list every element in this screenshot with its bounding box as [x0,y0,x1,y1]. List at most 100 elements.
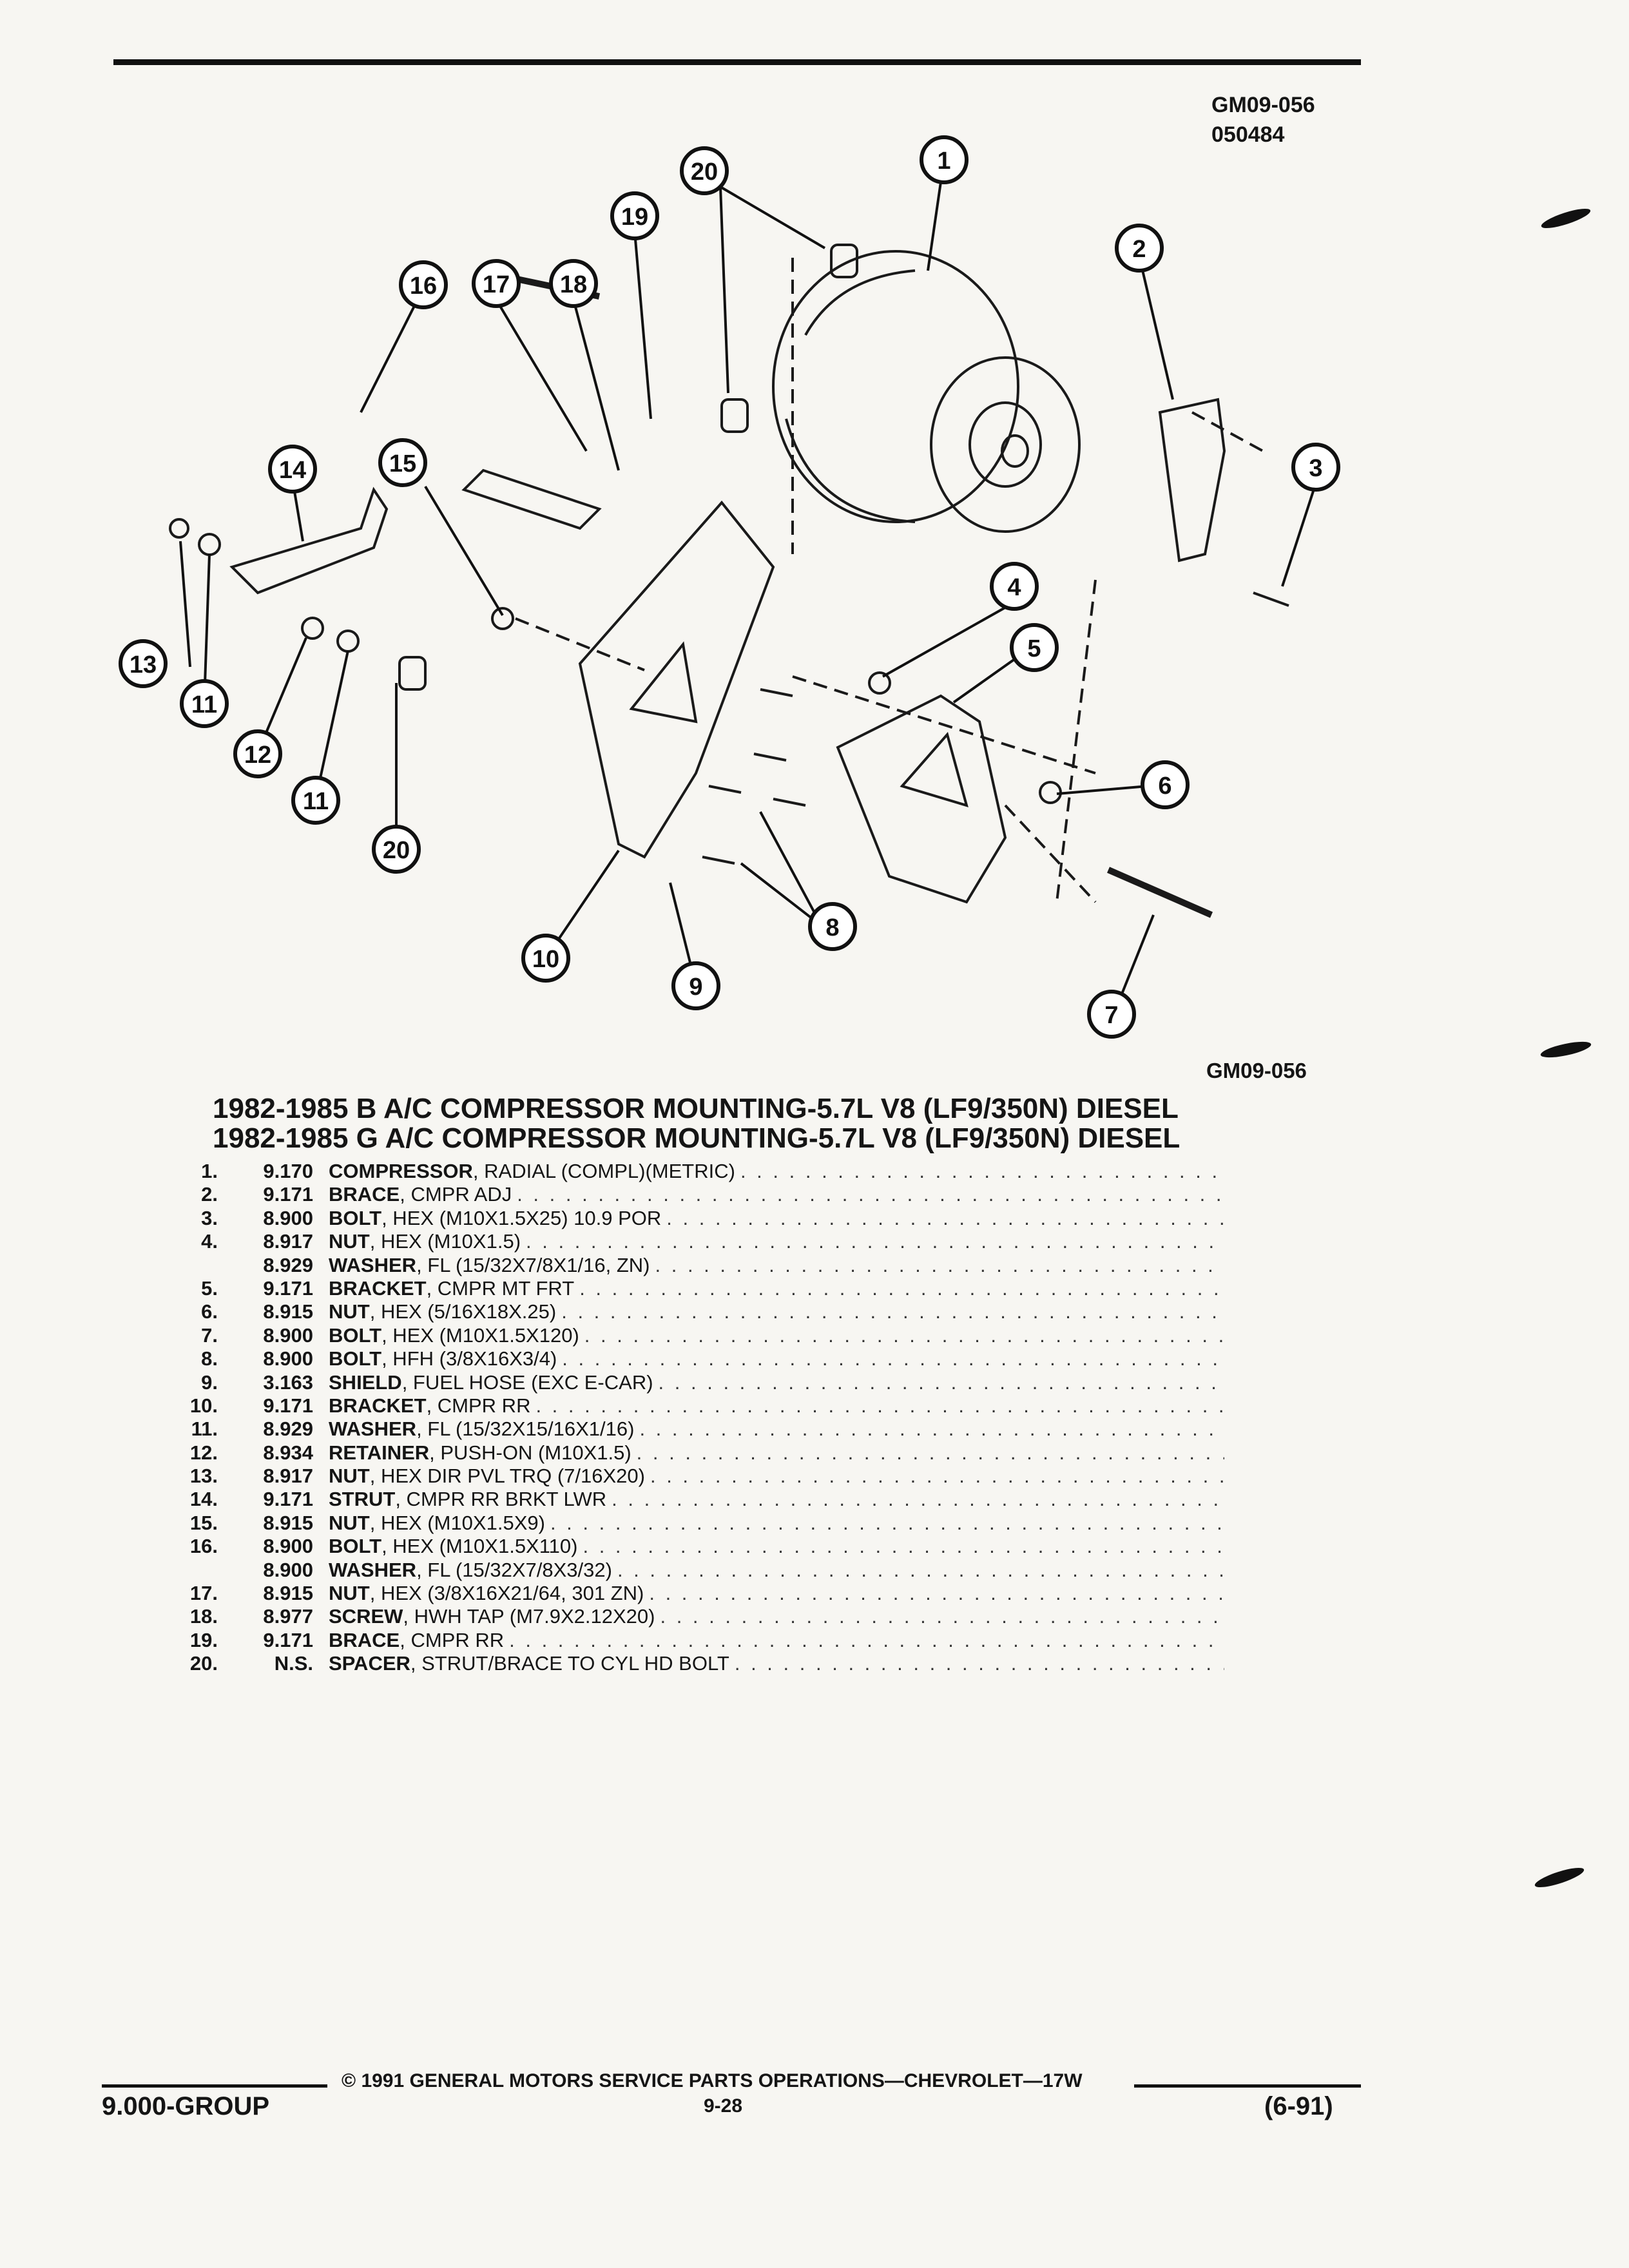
dot-leader [645,1465,1224,1488]
group-number: 8.900 [263,1206,313,1229]
svg-text:20: 20 [383,837,410,864]
part-name: STRUT [329,1488,396,1511]
part-detail: , RADIAL (COMPL)(METRIC) [472,1160,735,1182]
part-name: BOLT [329,1535,382,1558]
title-b: 1982-1985 B A/C COMPRESSOR MOUNTING-5.7L… [213,1093,1179,1124]
dot-leader [530,1394,1224,1418]
item-number: 2. [201,1183,218,1206]
part-name: BOLT [329,1347,382,1370]
part-name: NUT [329,1230,370,1253]
dot-leader [644,1582,1224,1605]
dot-leader [545,1512,1224,1535]
item-number [161,1559,218,1582]
dot-leader [729,1652,1224,1675]
svg-text:10: 10 [532,946,559,973]
part-detail: , HEX (M10X1.5X9) [369,1511,545,1534]
group-number: 3.163 [263,1370,313,1394]
dot-leader [579,1324,1224,1347]
callout-11a: 11 [180,679,229,728]
dot-leader [650,1254,1225,1277]
group-number: 9.171 [263,1394,313,1417]
callout-13: 13 [119,639,168,688]
part-name: WASHER [329,1253,417,1276]
svg-text:3: 3 [1309,455,1322,482]
part-description: BRACKET, CMPR RR [313,1394,530,1418]
item-number: 14. [189,1488,218,1511]
part-description: BOLT, HFH (3/8X16X3/4) [313,1347,557,1370]
callout-2: 2 [1115,224,1164,273]
section-titles: 1982-1985 B A/C COMPRESSOR MOUNTING-5.7L… [213,1094,1180,1153]
part-detail: , HFH (3/8X16X3/4) [381,1347,557,1370]
item-number: 9. [201,1370,218,1394]
part-description: NUT, HEX (M10X1.5X9) [313,1512,545,1535]
item-number: 3. [201,1206,218,1229]
part-name: NUT [329,1465,370,1488]
part-detail: , CMPR RR [400,1628,505,1651]
part-name: BRACE [329,1183,400,1206]
part-name: BOLT [329,1323,382,1347]
part-name: SPACER [329,1652,410,1675]
svg-text:8: 8 [825,914,839,941]
part-name: COMPRESSOR [329,1160,473,1182]
part-name: NUT [329,1582,370,1605]
part-description: WASHER, FL (15/32X7/8X1/16, ZN) [313,1254,650,1277]
part-name: SCREW [329,1605,403,1628]
group-number: 8.929 [263,1418,313,1441]
item-number: 4. [201,1230,218,1253]
item-number: 15. [189,1511,218,1534]
callout-7: 7 [1087,990,1136,1039]
dot-leader [577,1535,1224,1558]
group-number: 8.915 [263,1582,313,1605]
part-detail: , PUSH-ON (M10X1.5) [429,1441,631,1464]
top-rule [113,59,1361,65]
part-name: BRACKET [329,1276,427,1300]
dot-leader [631,1441,1224,1465]
callout-11b: 11 [291,776,340,825]
svg-text:18: 18 [560,271,587,298]
part-description: BOLT, HEX (M10X1.5X120) [313,1324,579,1347]
part-name: NUT [329,1511,370,1534]
part-detail: , FL (15/32X7/8X3/32) [416,1558,612,1581]
part-detail: , HEX (M10X1.5) [369,1230,521,1253]
group-number: 8.917 [263,1465,313,1488]
callout-17: 17 [472,259,521,308]
callout-18: 18 [549,259,598,308]
part-description: NUT, HEX (3/8X16X21/64, 301 ZN) [313,1582,644,1605]
group-number: N.S. [274,1652,313,1675]
item-number: 13. [189,1465,218,1488]
callout-6: 6 [1141,760,1190,809]
part-name: BOLT [329,1206,382,1229]
figure-code-caption: GM09-056 [1206,1059,1307,1082]
item-number: 1. [201,1160,218,1182]
part-description: SHIELD, FUEL HOSE (EXC E-CAR) [313,1371,653,1394]
part-name: RETAINER [329,1441,430,1464]
part-detail: , HEX (3/8X16X21/64, 301 ZN) [369,1582,644,1605]
group-number: 8.900 [263,1323,313,1347]
part-description: WASHER, FL (15/32X7/8X3/32) [313,1559,612,1582]
part-name: NUT [329,1300,370,1323]
footer-group: 9.000-GROUP [102,2092,270,2120]
part-description: COMPRESSOR, RADIAL (COMPL)(METRIC) [313,1160,735,1183]
footer-date: (6-91) [1264,2092,1333,2120]
part-detail: , CMPR ADJ [400,1183,512,1206]
part-detail: , FUEL HOSE (EXC E-CAR) [401,1370,653,1394]
svg-text:5: 5 [1027,635,1041,662]
part-detail: , CMPR MT FRT [426,1276,575,1300]
callout-20b: 20 [372,825,421,874]
item-number: 10. [189,1394,218,1417]
part-name: WASHER [329,1558,417,1581]
svg-text:16: 16 [410,273,437,300]
part-name: SHIELD [329,1370,402,1394]
part-description: STRUT, CMPR RR BRKT LWR [313,1488,606,1511]
item-number: 19. [189,1628,218,1651]
item-number: 6. [201,1300,218,1323]
dot-leader [634,1418,1224,1441]
dot-leader [512,1183,1224,1206]
